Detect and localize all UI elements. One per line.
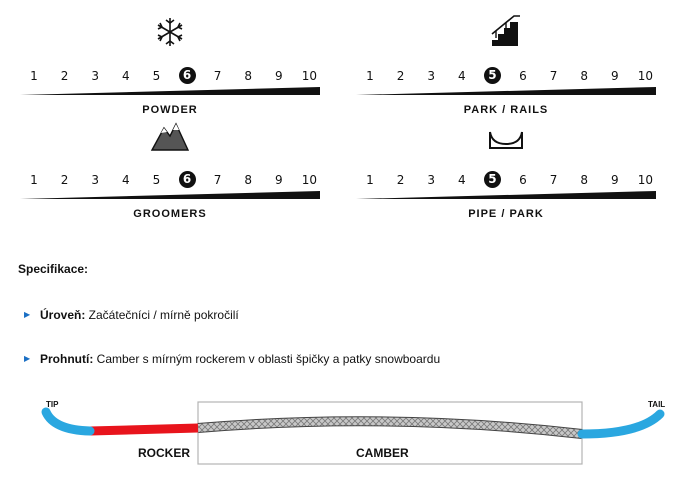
rating-value: 10 bbox=[637, 69, 654, 83]
rating-value: 7 bbox=[213, 69, 222, 83]
rating-scale: 1 2 3 4 5 6 7 8 9 10 bbox=[356, 170, 656, 190]
rating-value-selected: 6 bbox=[178, 171, 196, 188]
rating-value-selected: 5 bbox=[483, 67, 501, 84]
bullet-icon: ▶ bbox=[24, 354, 31, 363]
rating-value: 1 bbox=[366, 69, 374, 83]
rating-value: 3 bbox=[91, 173, 99, 187]
rating-value: 2 bbox=[396, 173, 405, 187]
rating-value: 9 bbox=[610, 173, 619, 187]
rating-value: 5 bbox=[152, 69, 161, 83]
rating-value: 1 bbox=[366, 173, 374, 187]
rating-scale: 1 2 3 4 5 6 7 8 9 10 bbox=[20, 66, 320, 86]
rating-value: 9 bbox=[610, 69, 619, 83]
spec-title: Specifikace: bbox=[18, 262, 89, 276]
tail-section bbox=[577, 409, 665, 439]
rating-value: 3 bbox=[427, 69, 435, 83]
camber-label: CAMBER bbox=[356, 446, 409, 460]
rating-value-selected: 5 bbox=[483, 171, 501, 188]
rating-value: 6 bbox=[519, 173, 527, 187]
board-profile-graphic bbox=[41, 401, 665, 465]
rating-value: 2 bbox=[396, 69, 405, 83]
rating-value: 7 bbox=[213, 173, 222, 187]
tip-label: TIP bbox=[46, 400, 59, 409]
rating-scale: 1 2 3 4 5 6 7 8 9 10 bbox=[20, 170, 320, 190]
rating-value: 3 bbox=[91, 69, 99, 83]
rating-value: 9 bbox=[274, 69, 283, 83]
rating-pipe-park: 1 2 3 4 5 6 7 8 9 10 PIPE / PARK bbox=[356, 118, 656, 228]
rating-label: GROOMERS bbox=[133, 208, 207, 220]
spec-item-level: ▶ Úroveň: Začátečníci / mírně pokročilí bbox=[24, 308, 239, 322]
rating-park-rails: 1 2 3 4 5 6 7 8 9 10 PARK / RAILS bbox=[356, 14, 656, 124]
tail-label: TAIL bbox=[648, 400, 666, 409]
rating-value: 4 bbox=[121, 173, 130, 187]
spec-item-profile: ▶ Prohnutí: Camber s mírným rockerem v ob… bbox=[24, 352, 440, 366]
rating-value: 9 bbox=[274, 173, 283, 187]
rating-value: 10 bbox=[301, 173, 318, 187]
rating-groomers: 1 2 3 4 5 6 7 8 9 10 GROOMERS bbox=[20, 118, 320, 228]
rating-value: 5 bbox=[152, 173, 161, 187]
bullet-icon: ▶ bbox=[24, 310, 31, 319]
rating-value: 4 bbox=[457, 173, 466, 187]
rating-value: 2 bbox=[60, 69, 69, 83]
rating-label: PIPE / PARK bbox=[468, 208, 544, 220]
snowflake-icon bbox=[150, 14, 190, 50]
rating-value: 4 bbox=[121, 69, 130, 83]
rail-stairs-icon bbox=[486, 14, 526, 50]
rating-scale: 1 2 3 4 5 6 7 8 9 10 bbox=[356, 66, 656, 86]
rating-value: 8 bbox=[244, 173, 252, 187]
rating-value: 8 bbox=[580, 69, 588, 83]
spec-value: Začátečníci / mírně pokročilí bbox=[85, 308, 239, 322]
spec-key: Úroveň: bbox=[40, 308, 86, 322]
rating-value: 6 bbox=[519, 69, 527, 83]
tip-section bbox=[41, 407, 95, 436]
rating-value: 1 bbox=[30, 69, 38, 83]
rating-value: 3 bbox=[427, 173, 435, 187]
rating-wedge bbox=[356, 87, 656, 95]
rating-value-selected: 6 bbox=[178, 67, 196, 84]
rating-value: 8 bbox=[580, 173, 588, 187]
rating-value: 7 bbox=[549, 69, 558, 83]
rating-wedge bbox=[20, 191, 320, 199]
spec-key: Prohnutí: bbox=[40, 352, 94, 366]
rating-value: 8 bbox=[244, 69, 252, 83]
rating-value: 4 bbox=[457, 69, 466, 83]
rating-value: 2 bbox=[60, 173, 69, 187]
rating-powder: 1 2 3 4 5 6 7 8 9 10 POWDER bbox=[20, 14, 320, 124]
rocker-section bbox=[89, 423, 199, 436]
rocker-label: ROCKER bbox=[138, 446, 191, 460]
spec-value: Camber s mírným rockerem v oblasti špičk… bbox=[93, 352, 441, 366]
rating-wedge bbox=[20, 87, 320, 95]
rating-label: PARK / RAILS bbox=[463, 104, 549, 116]
rating-value: 10 bbox=[637, 173, 654, 187]
mountain-icon bbox=[150, 118, 190, 154]
halfpipe-icon bbox=[486, 118, 526, 154]
board-profile: TIP TAIL ROCKER CAMBER bbox=[40, 394, 670, 474]
rating-value: 1 bbox=[30, 173, 38, 187]
rating-value: 10 bbox=[301, 69, 318, 83]
rating-value: 7 bbox=[549, 173, 558, 187]
rating-label: POWDER bbox=[142, 104, 198, 116]
rating-wedge bbox=[356, 191, 656, 199]
